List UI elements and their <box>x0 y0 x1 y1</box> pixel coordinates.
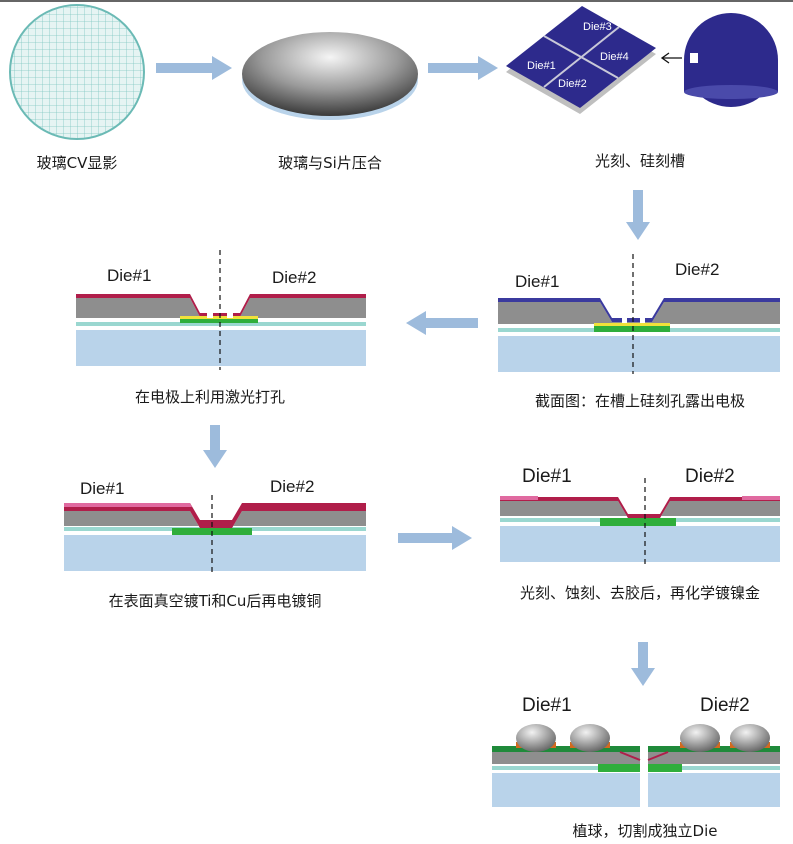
die-array: Die#3 Die#4 Die#1 Die#2 <box>506 6 656 114</box>
step8-caption: 植球，切割成独立Die <box>573 822 718 840</box>
die4-label: Die#4 <box>600 51 629 63</box>
processed-wafer <box>684 13 778 107</box>
bonded-wafer <box>242 32 418 120</box>
singulated-die-right <box>647 724 780 807</box>
die1-label: Die#1 <box>80 479 124 498</box>
arrow-right-3 <box>398 526 472 550</box>
cross-section-plating <box>64 495 366 572</box>
die2-label: Die#2 <box>272 268 316 287</box>
die2-label: Die#2 <box>270 477 314 496</box>
arrow-right-2 <box>428 56 498 80</box>
die1-label: Die#1 <box>527 60 556 72</box>
arrow-down-2 <box>203 425 227 468</box>
step7-caption: 光刻、蚀刻、去胶后，再化学镀镍金 <box>520 584 760 602</box>
die2-label: Die#2 <box>675 260 719 279</box>
die2-label: Die#2 <box>685 466 735 487</box>
cross-section-etch <box>498 254 780 374</box>
die2-label: Die#2 <box>558 78 587 90</box>
die2-label: Die#2 <box>700 695 750 716</box>
step5-caption: 在电极上利用激光打孔 <box>135 388 285 406</box>
step4-caption: 截面图：在槽上硅刻孔露出电极 <box>535 392 745 410</box>
die1-label: Die#1 <box>107 266 151 285</box>
arrow-down-1 <box>626 190 650 240</box>
arrow-right-1 <box>156 56 232 80</box>
die1-label: Die#1 <box>522 466 572 487</box>
singulated-die-left <box>492 724 641 807</box>
cross-section-nickel-gold <box>500 478 780 564</box>
cross-section-laser <box>76 250 366 370</box>
die1-label: Die#1 <box>515 272 559 291</box>
pointer-arrowhead <box>660 52 670 64</box>
arrow-left-1 <box>406 311 478 335</box>
step3-caption: 光刻、硅刻槽 <box>595 152 685 170</box>
glass-grid-wafer <box>9 4 145 140</box>
arrow-down-3 <box>631 642 655 686</box>
die1-label: Die#1 <box>522 695 572 716</box>
die3-label: Die#3 <box>583 21 612 33</box>
step1-caption: 玻璃CV显影 <box>37 154 118 172</box>
step2-caption: 玻璃与Si片压合 <box>278 154 382 172</box>
step6-caption: 在表面真空镀Ti和Cu后再电镀铜 <box>109 592 322 610</box>
